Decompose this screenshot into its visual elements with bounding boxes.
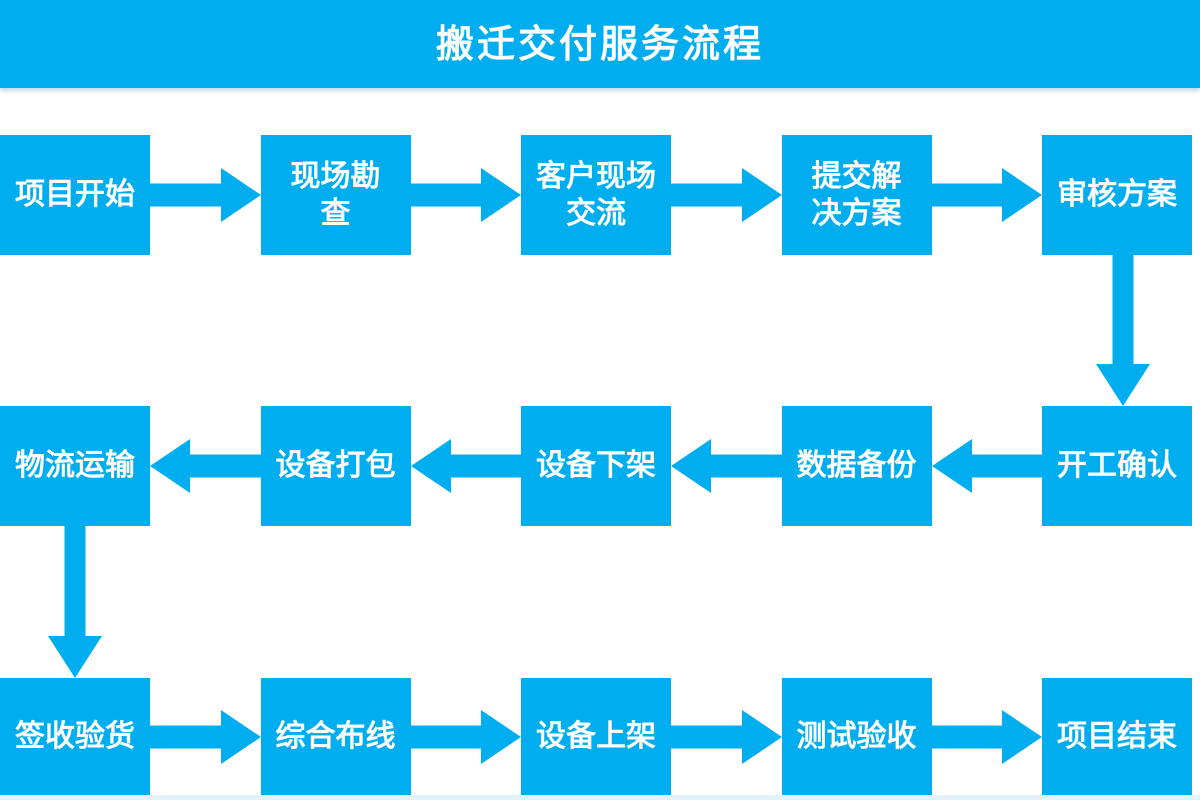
arrow-left-icon (931, 412, 1042, 520)
arrow-right-icon (931, 683, 1042, 791)
arrow-head (671, 439, 711, 493)
page-title: 搬迁交付服务流程 (435, 22, 764, 66)
flow-step-sign-and-inspect-goods: 签收验货 (0, 678, 150, 795)
arrow-down-icon (1096, 255, 1150, 406)
arrow-left-icon (410, 412, 521, 520)
arrow-shaft (931, 183, 1003, 207)
flow-row-1: 项目开始 现场勘 查 客户现场 交流 提交解 决方案 审核方案 (0, 135, 1192, 255)
arrow-shaft (671, 183, 743, 207)
arrow-right-icon (150, 141, 261, 249)
flow-step-equipment-packing: 设备打包 (260, 406, 411, 526)
bottom-edge-strip (0, 795, 1200, 800)
arrow-shaft (931, 725, 1003, 748)
arrow-head (220, 168, 261, 222)
arrow-shaft (449, 454, 521, 478)
arrow-head (931, 439, 972, 493)
arrow-shaft (970, 454, 1042, 478)
arrow-shaft (1112, 255, 1134, 366)
arrow-shaft (410, 725, 482, 748)
arrow-shaft (410, 183, 482, 207)
arrow-right-icon (671, 683, 782, 791)
arrow-shaft (671, 725, 743, 748)
flow-step-submit-solution: 提交解 决方案 (781, 135, 932, 255)
arrow-right-icon (931, 141, 1042, 249)
arrow-right-icon (150, 683, 261, 791)
title-bar: 搬迁交付服务流程 (0, 0, 1200, 88)
flow-step-project-start: 项目开始 (0, 135, 150, 255)
arrow-shaft (150, 183, 222, 207)
arrow-head (48, 636, 102, 678)
flow-step-logistics-transport: 物流运输 (0, 406, 150, 526)
flow-step-equipment-racking: 设备上架 (521, 678, 671, 795)
arrow-head (410, 439, 451, 493)
arrow-left-icon (150, 412, 261, 520)
arrow-right-icon (410, 683, 521, 791)
arrow-shaft (189, 454, 261, 478)
arrow-head (481, 168, 521, 222)
flow-step-equipment-unracking: 设备下架 (521, 406, 671, 526)
flow-step-integrated-cabling: 综合布线 (260, 678, 411, 795)
arrow-head (1002, 168, 1042, 222)
flow-step-customer-onsite-communication: 客户现场 交流 (521, 135, 671, 255)
arrow-head (481, 709, 521, 764)
arrow-head (741, 168, 782, 222)
flow-row-2: 物流运输 设备打包 设备下架 数据备份 开工确认 (0, 406, 1192, 526)
arrow-shaft (710, 454, 782, 478)
flow-step-site-survey: 现场勘 查 (260, 135, 411, 255)
flow-step-review-plan: 审核方案 (1042, 135, 1192, 255)
arrow-down-icon (48, 526, 102, 678)
flow-step-project-end: 项目结束 (1042, 678, 1192, 795)
arrow-right-icon (410, 141, 521, 249)
arrow-right-icon (671, 141, 782, 249)
arrow-left-icon (671, 412, 782, 520)
arrow-head (150, 439, 190, 493)
flow-step-testing-acceptance: 测试验收 (781, 678, 932, 795)
flow-step-data-backup: 数据备份 (781, 406, 932, 526)
arrow-shaft (150, 725, 222, 748)
arrow-head (220, 709, 261, 764)
flow-step-work-start-confirmation: 开工确认 (1042, 406, 1192, 526)
arrow-head (741, 709, 782, 764)
arrow-head (1096, 364, 1150, 406)
flow-row-3: 签收验货 综合布线 设备上架 测试验收 项目结束 (0, 678, 1192, 795)
arrow-head (1002, 709, 1042, 764)
arrow-shaft (64, 526, 86, 638)
